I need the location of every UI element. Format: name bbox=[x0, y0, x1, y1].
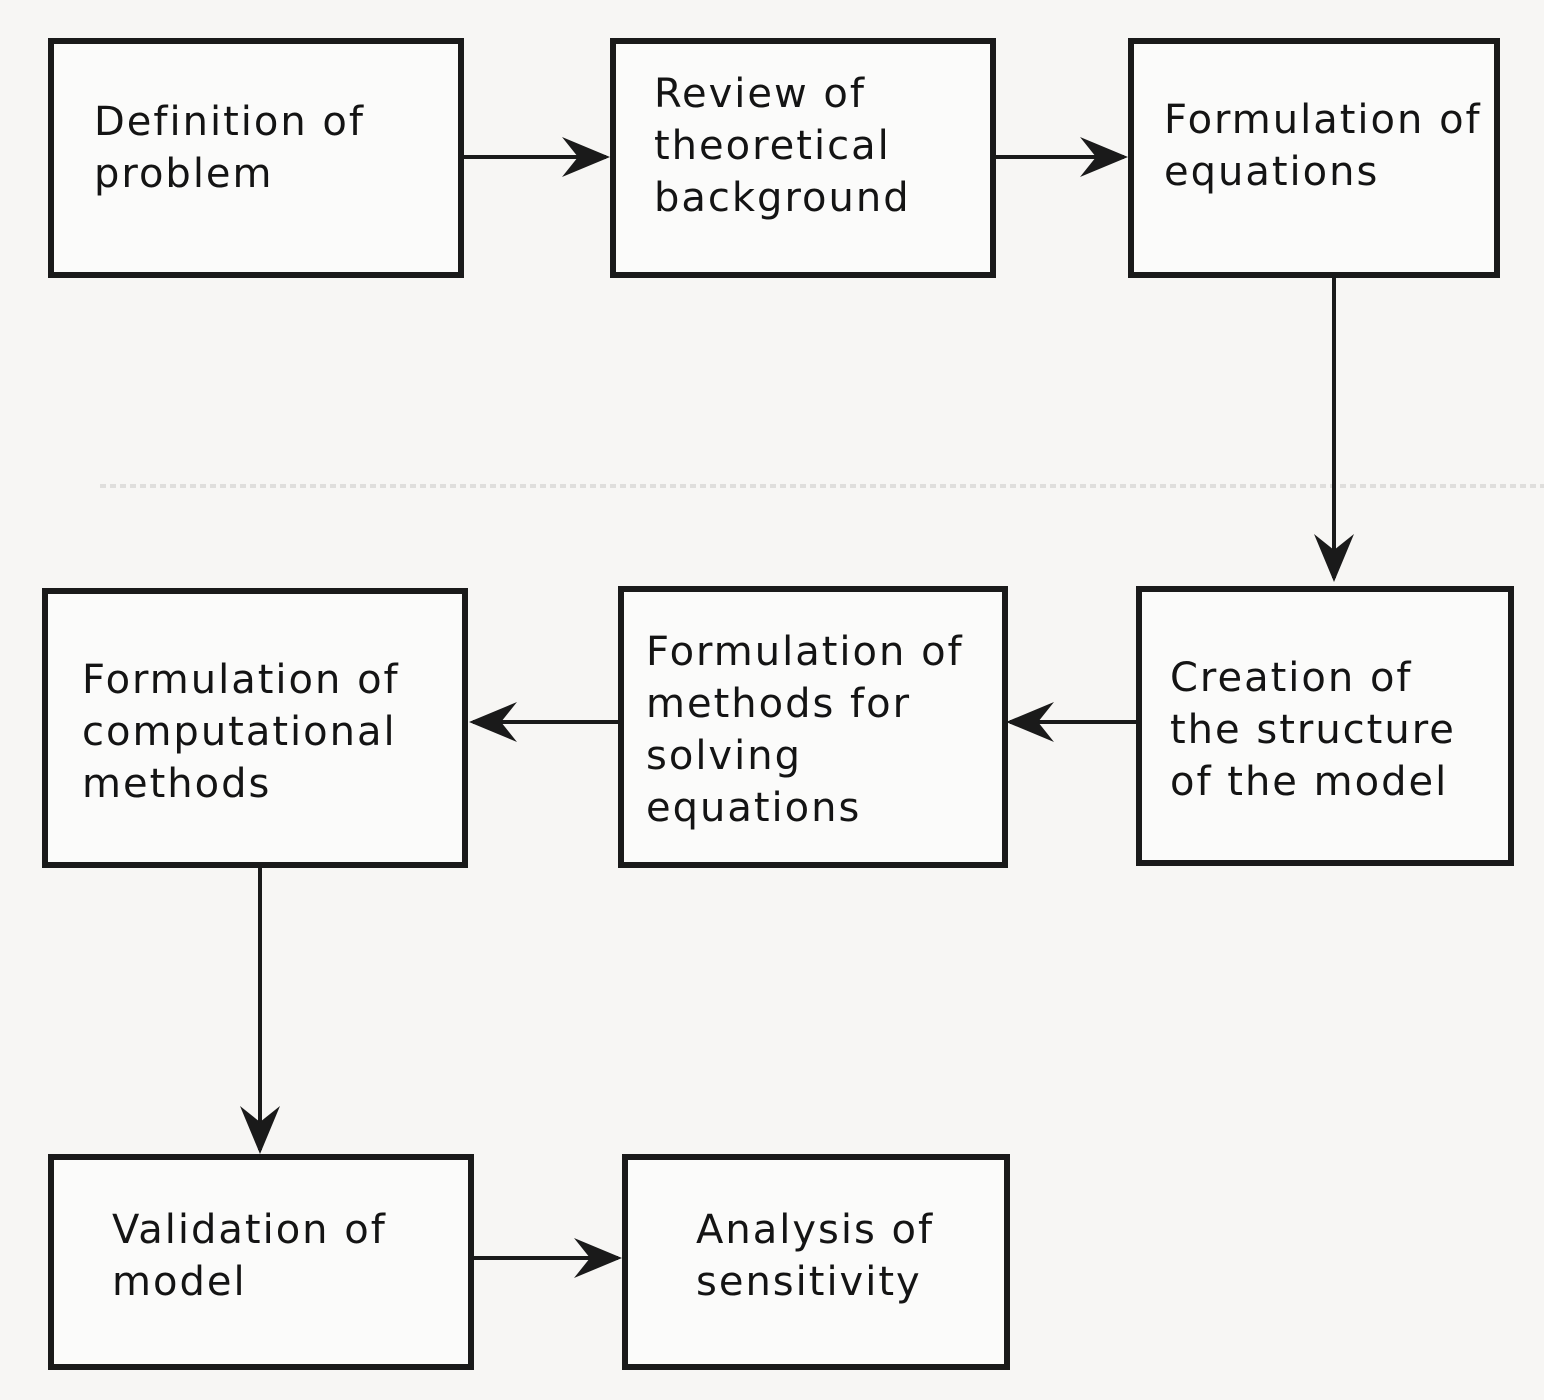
node-validation-of-model bbox=[48, 1154, 474, 1370]
label-line: problem bbox=[94, 151, 274, 197]
label-line: Creation of bbox=[1170, 655, 1413, 701]
label-line: Definition of bbox=[94, 99, 365, 145]
label-line: Analysis of bbox=[696, 1207, 935, 1253]
label-line: methods bbox=[82, 761, 272, 807]
node-analysis-of-sensitivity-label: Analysis of sensitivity bbox=[696, 1204, 934, 1308]
node-creation-of-the-structure-of-the-model-label: Creation of the structure of the model bbox=[1170, 652, 1456, 808]
label-line: of the model bbox=[1170, 759, 1449, 805]
node-review-of-theoretical-background bbox=[610, 38, 996, 278]
label-line: solving bbox=[646, 733, 802, 779]
label-line: Review of bbox=[654, 71, 866, 117]
node-validation-of-model-label: Validation of model bbox=[112, 1204, 387, 1308]
node-formulation-of-equations-label: Formulation of equations bbox=[1164, 94, 1482, 198]
label-line: computational bbox=[82, 709, 397, 755]
node-review-of-theoretical-background-label: Review of theoretical background bbox=[654, 68, 911, 224]
node-formulation-of-computational-methods-label: Formulation of computational methods bbox=[82, 654, 400, 810]
label-line: sensitivity bbox=[696, 1259, 922, 1305]
label-line: background bbox=[654, 175, 911, 221]
node-creation-of-the-structure-of-the-model bbox=[1136, 586, 1514, 866]
label-line: model bbox=[112, 1259, 247, 1305]
label-line: Formulation of bbox=[82, 657, 400, 703]
label-line: Formulation of bbox=[646, 629, 964, 675]
node-analysis-of-sensitivity bbox=[622, 1154, 1010, 1370]
label-line: equations bbox=[646, 785, 862, 831]
page-fold-line bbox=[100, 484, 1544, 488]
node-formulation-of-equations bbox=[1128, 38, 1500, 278]
label-line: Validation of bbox=[112, 1207, 387, 1253]
label-line: the structure bbox=[1170, 707, 1456, 753]
node-formulation-of-methods-for-solving-equations bbox=[618, 586, 1008, 868]
node-definition-of-problem-label: Definition of problem bbox=[94, 96, 365, 200]
label-line: theoretical bbox=[654, 123, 891, 169]
node-formulation-of-methods-for-solving-equations-label: Formulation of methods for solving equat… bbox=[646, 626, 964, 834]
label-line: Formulation of bbox=[1164, 97, 1482, 143]
node-formulation-of-computational-methods bbox=[42, 588, 468, 868]
label-line: methods for bbox=[646, 681, 912, 727]
node-definition-of-problem bbox=[48, 38, 464, 278]
label-line: equations bbox=[1164, 149, 1380, 195]
